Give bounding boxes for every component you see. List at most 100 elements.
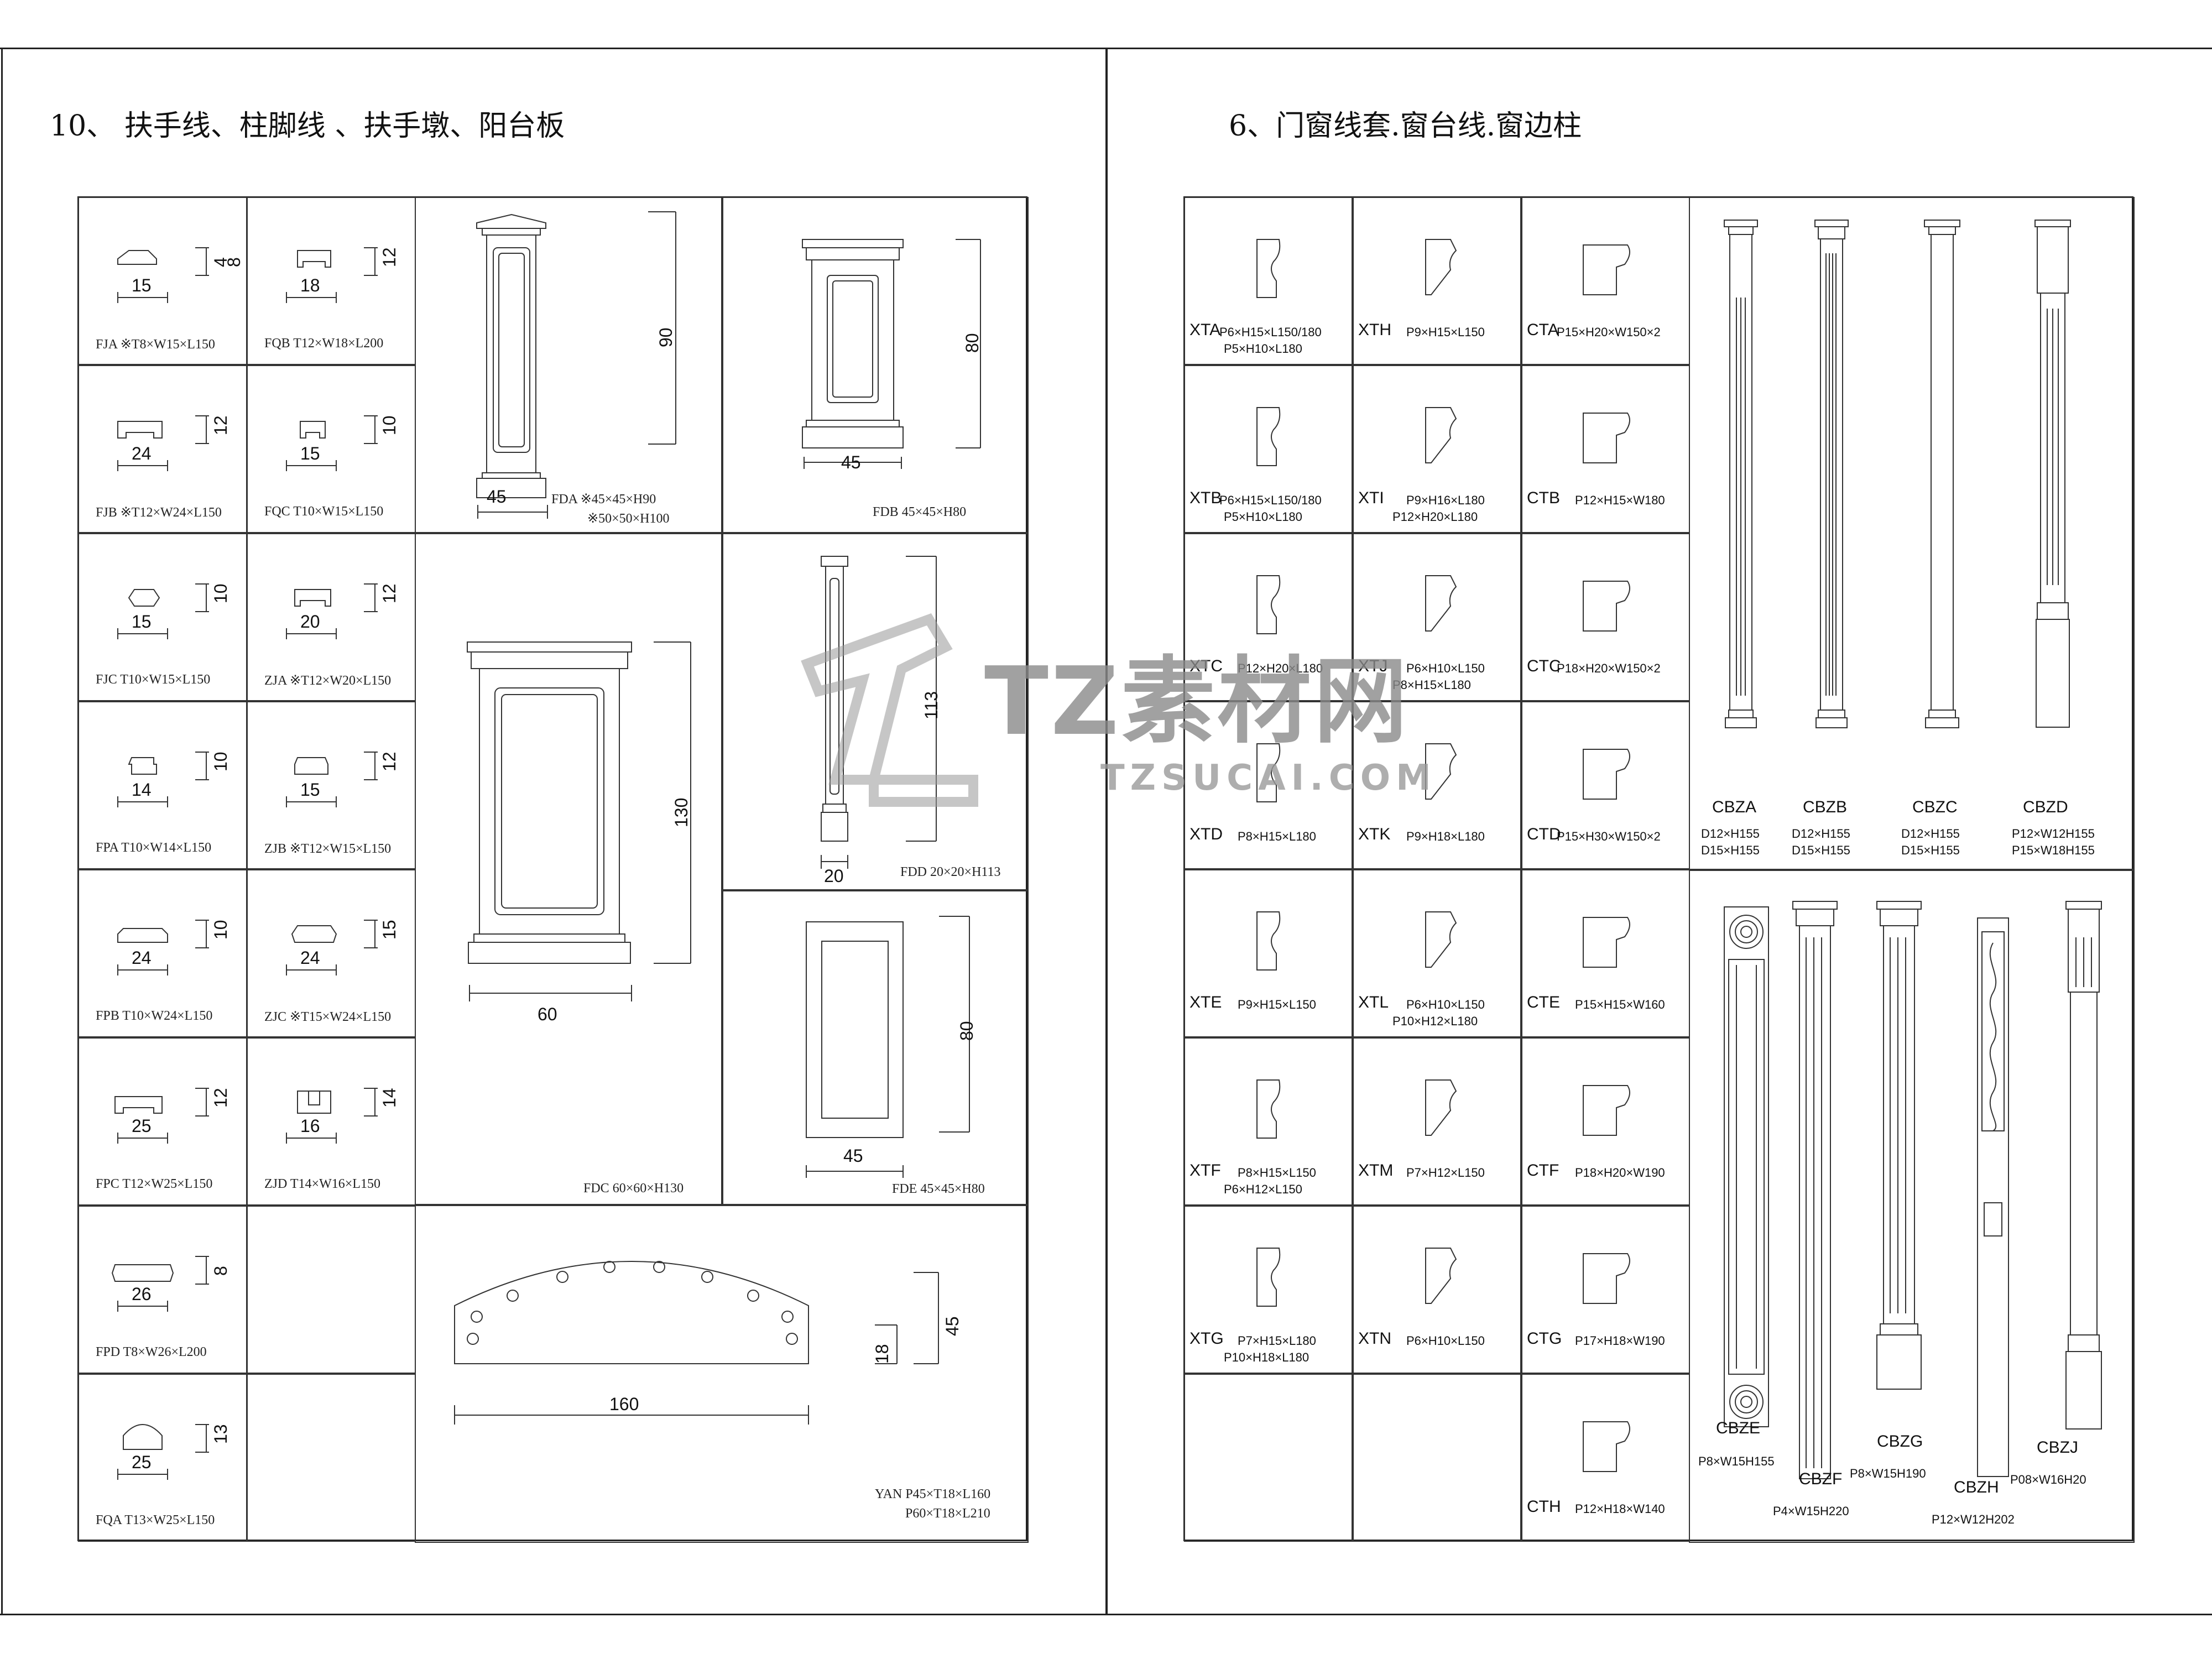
- cell-fde: 45 80 FDE 45×45×H80: [722, 890, 1029, 1205]
- profile-drawing: [79, 1207, 248, 1375]
- profile-label: FQC T10×W15×L150: [264, 504, 384, 519]
- moulding-drawing: [1354, 870, 1522, 1039]
- moulding-drawing: [1522, 1039, 1691, 1207]
- fdd-w: 20: [824, 866, 844, 886]
- profile-width: 14: [132, 780, 152, 800]
- moulding-spec: P6×H10×L150: [1406, 998, 1485, 1011]
- fdd-label: FDD 20×20×H113: [900, 865, 1001, 879]
- moulding-spec-2: P5×H10×L180: [1224, 510, 1302, 524]
- profile-height: 10: [379, 415, 399, 435]
- profile-label: FQA T13×W25×L150: [96, 1513, 215, 1527]
- moulding-spec: P7×H15×L180: [1238, 1334, 1316, 1348]
- profile-height: 10: [211, 583, 231, 603]
- column-spec: P8×W15H155: [1698, 1454, 1775, 1468]
- column-spec-2: P15×W18H155: [2012, 843, 2095, 857]
- moulding-spec: P12×H20×L180: [1238, 661, 1323, 675]
- watermark-subtext: TZSUCAI.COM: [1100, 758, 1437, 799]
- profile-drawing: [248, 702, 417, 870]
- moulding-drawing: [1522, 1375, 1691, 1543]
- moulding-drawing: [1354, 1039, 1522, 1207]
- profile-drawing: [248, 366, 417, 534]
- moulding-code: XTD: [1190, 825, 1223, 843]
- moulding-drawing: [1522, 1207, 1691, 1375]
- heading-right: 6、门窗线套.窗台线.窗边柱: [1229, 109, 1582, 143]
- cell-empty: [247, 1374, 416, 1542]
- profile-drawing: [79, 702, 248, 870]
- fdc-w: 60: [538, 1004, 557, 1024]
- moulding-drawing: [1354, 198, 1522, 366]
- moulding-spec: P6×H15×L150/180: [1219, 325, 1322, 339]
- moulding-spec: P9×H15×L150: [1406, 325, 1485, 339]
- moulding-drawing: [1185, 1207, 1354, 1375]
- moulding-spec: P9×H16×L180: [1406, 493, 1485, 507]
- moulding-code: XTC: [1190, 657, 1223, 675]
- moulding-drawing: [1354, 702, 1522, 870]
- profile-height: 13: [211, 1424, 231, 1444]
- column-spec: P8×W15H190: [1850, 1467, 1926, 1480]
- fde-w: 45: [843, 1146, 863, 1166]
- profile-height: 14: [379, 1088, 399, 1108]
- moulding-code: XTM: [1358, 1161, 1394, 1180]
- fde-h: 80: [957, 1021, 977, 1041]
- column-code: CBZF: [1799, 1470, 1843, 1488]
- moulding-code: XTK: [1358, 825, 1391, 843]
- column-spec-2: D15×H155: [1901, 843, 1960, 857]
- moulding-spec: P6×H10×L150: [1406, 661, 1485, 675]
- column-spec-2: D15×H155: [1701, 843, 1760, 857]
- moulding-spec: P18×H20×W150×2: [1557, 661, 1661, 675]
- fdb-label: FDB 45×45×H80: [873, 505, 967, 519]
- moulding-spec-2: P5×H10×L180: [1224, 342, 1302, 356]
- moulding-spec: P9×H15×L150: [1238, 998, 1316, 1011]
- profile-label: FPC T12×W25×L150: [96, 1177, 213, 1191]
- profile-width: 26: [132, 1284, 152, 1304]
- watermark-logo-icon: [785, 597, 1449, 830]
- yan-h1: 45: [942, 1316, 962, 1336]
- profile-label: ZJD T14×W16×L150: [264, 1177, 380, 1191]
- yan-w: 160: [609, 1394, 639, 1414]
- column-spec: D12×H155: [1792, 827, 1850, 841]
- moulding-spec: P8×H15×L180: [1238, 830, 1316, 843]
- moulding-drawing: [1185, 366, 1354, 534]
- profile-drawing: [248, 1039, 417, 1207]
- moulding-code: XTI: [1358, 489, 1384, 507]
- moulding-spec-2: P12×H20×L180: [1392, 510, 1478, 524]
- profile-height: 10: [211, 920, 231, 940]
- moulding-code: CTF: [1527, 1161, 1559, 1180]
- column-spec: P12×W12H155: [2012, 827, 2095, 841]
- column-code: CBZD: [2023, 798, 2068, 816]
- fdb-w: 45: [841, 452, 861, 472]
- moulding-code: XTL: [1358, 993, 1389, 1011]
- moulding-drawing: [1522, 534, 1691, 702]
- moulding-spec: P12×H15×W180: [1575, 493, 1665, 507]
- fda-w: 45: [487, 487, 507, 507]
- page-left-edge: [1, 48, 3, 1615]
- page-divider: [1105, 48, 1108, 1615]
- profile-height: 15: [379, 920, 399, 940]
- moulding-drawing: [1185, 198, 1354, 366]
- profile-drawing: [79, 198, 248, 366]
- profile-drawing: [79, 366, 248, 534]
- moulding-drawing: [1185, 534, 1354, 702]
- profile-width: 15: [300, 444, 320, 463]
